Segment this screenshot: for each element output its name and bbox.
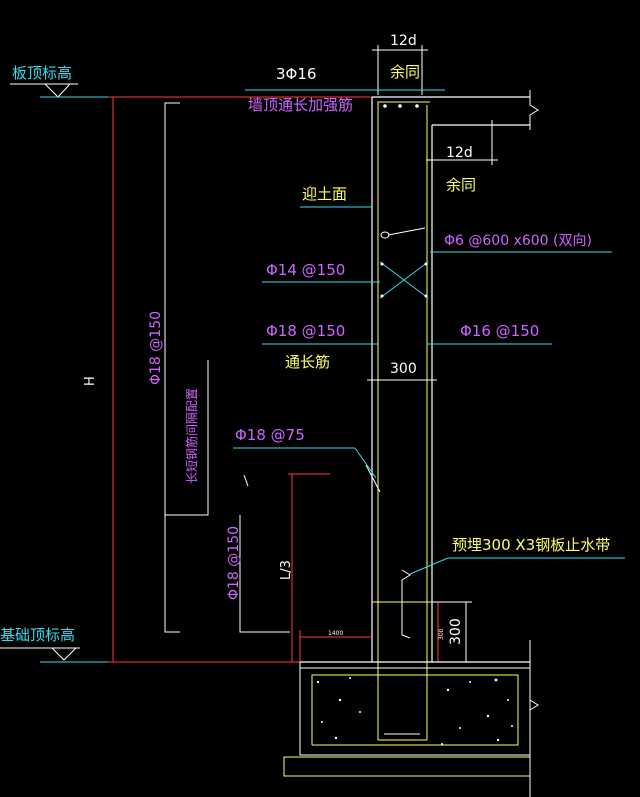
dim-12d-top: 12d 余同: [372, 33, 428, 95]
phi18-75-annotation: Φ18 @75: [233, 426, 377, 479]
foundation-top-elevation-marker: 基础顶标高: [0, 626, 110, 663]
dim-12d-mid-label: 12d: [446, 145, 473, 161]
tie-bars-annotation: Φ6 @600 x600 (双向): [430, 233, 612, 253]
height-dimension: H: [83, 96, 380, 663]
soil-face-label: 迎土面: [302, 185, 347, 203]
l3-label: L/3: [279, 560, 294, 580]
top-bars-note: 3Φ16 墙顶通长加强筋: [245, 65, 445, 114]
rest-same-top-label: 余同: [390, 63, 420, 81]
phi16-150-label: Φ16 @150: [460, 322, 539, 340]
slab-top-elevation-marker: 板顶标高: [10, 64, 110, 98]
soil-face-annotation: 迎土面: [300, 185, 372, 208]
top-bars-label: 3Φ16: [276, 65, 316, 83]
rest-same-mid-label: 余同: [446, 176, 476, 194]
phi18-150-main-annotation: Φ18 @150 通长筋: [262, 322, 378, 371]
dim-12d-mid: 12d 余同: [426, 120, 498, 194]
height-H-label: H: [83, 376, 98, 386]
foundation: [283, 640, 539, 797]
foundation-top-elevation-label: 基础顶标高: [0, 626, 75, 644]
foundation-aggregate-dots: [316, 677, 513, 745]
top-slab: [372, 90, 539, 130]
dim-small-base-label: 1400: [328, 630, 343, 637]
top-bars-note-label: 墙顶通长加强筋: [248, 96, 353, 114]
dim-12d-top-label: 12d: [390, 33, 417, 49]
phi14-annotation: Φ14 @150: [262, 261, 380, 283]
slab-top-elevation-label: 板顶标高: [12, 64, 72, 82]
base-dimensions: 1400 300 300: [299, 601, 472, 668]
phi14-label: Φ14 @150: [266, 261, 345, 279]
wall: 300: [365, 97, 437, 740]
vertical-bar-schematic: Φ18 @150 长短钢筋间隔配置 Φ18 @150 L/3: [148, 102, 330, 662]
wall-thickness-label: 300: [390, 361, 417, 377]
tie-bars-label: Φ6 @600 x600 (双向): [444, 233, 592, 249]
continuous-bars-label: 通长筋: [285, 353, 330, 371]
water-stop-annotation: 预埋300 X3钢板止水带: [409, 536, 625, 575]
phi18-75-label: Φ18 @75: [235, 426, 305, 444]
dim-300-small-label: 300: [448, 618, 464, 645]
water-stop-label: 预埋300 X3钢板止水带: [452, 536, 610, 554]
phi16-150-annotation: Φ16 @150: [427, 322, 552, 345]
long-short-note: 长短钢筋间隔配置: [184, 388, 199, 484]
dim-300-tiny-label: 300: [438, 628, 445, 640]
phi18-150-vertical-label: Φ18 @150: [148, 311, 164, 385]
phi18-150-main-label: Φ18 @150: [266, 322, 345, 340]
phi18-150-lower-label: Φ18 @150: [226, 526, 242, 600]
